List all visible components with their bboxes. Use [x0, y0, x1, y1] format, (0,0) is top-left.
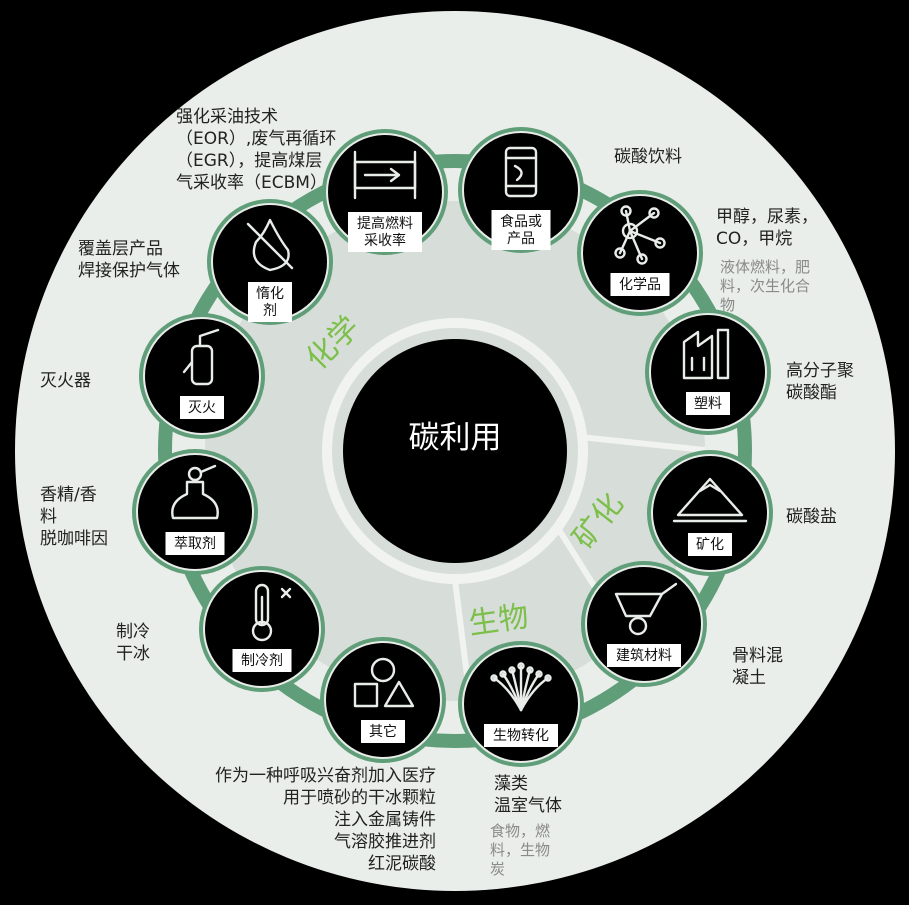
wheelbarrow-icon: [614, 582, 678, 636]
node-other-caption: 其它: [369, 723, 397, 740]
node-plastics-caption: 塑料: [694, 396, 722, 412]
label-carbonate: 碳酸盐: [786, 507, 837, 527]
node-bioconversion-caption: 生物转化: [493, 728, 549, 744]
label-chem-sub: 液体燃料，肥 料，次生化合 物: [720, 258, 811, 314]
center-title: 碳利用: [409, 420, 502, 456]
molecule-icon: [614, 205, 666, 265]
node-food-caption-box: [491, 210, 551, 250]
center-circle: [343, 339, 567, 563]
node-eor-caption: 提高燃料采收率: [357, 215, 413, 249]
node-solvent: 萃取剂: [132, 449, 258, 575]
node-eor: 提高燃料采收率: [322, 129, 448, 255]
node-fire-disc: [143, 317, 261, 435]
shapes-icon: [353, 657, 415, 708]
label-polymer: 高分子聚 碳酸酯: [786, 361, 854, 403]
label-chem-main: 甲醇，尿素， CO，甲烷: [716, 207, 818, 249]
node-fire: 灭火: [139, 313, 265, 439]
node-fire-caption-box: [180, 396, 224, 419]
plant-icon: [490, 662, 552, 712]
label-flavor: 香精/香 料 脱咖啡因: [40, 485, 108, 549]
node-plastics: 塑料: [645, 309, 771, 435]
section-label-biology: 生物: [467, 599, 531, 642]
extinguisher-icon: [182, 328, 220, 386]
node-chemicals-caption: 化学品: [619, 277, 661, 293]
node-bioconversion-caption-box: [484, 724, 558, 747]
label-other-uses: 作为一种呼吸兴奋剂加入医疗 用于喷砂的干冰颗粒 注入金属铸件 气溶胶推进剂 红泥…: [215, 766, 436, 874]
pump-icon: [353, 150, 417, 200]
node-plastics-disc: [649, 313, 767, 431]
node-inert-caption-box: [248, 282, 292, 322]
label-shielding: 覆盖层产品 焊接保护气体: [78, 239, 180, 281]
inner-ring-highlight: [322, 318, 588, 584]
node-solvent-caption-box: [165, 532, 225, 555]
node-building-caption-box: [607, 644, 681, 667]
label-eor: 强化采油技术 （EOR）,废气再循环 （EGR），提高煤层 气采收率（ECBM）: [176, 107, 337, 193]
node-chemicals-caption-box: [610, 273, 670, 296]
node-solvent-caption: 萃取剂: [174, 536, 216, 552]
node-bioconversion: 生物转化: [458, 641, 584, 767]
node-eor-caption-box: [348, 212, 422, 252]
label-algae: 藻类 温室气体: [494, 774, 562, 816]
flask-icon: [171, 464, 219, 520]
label-dryice: 制冷 干冰: [116, 622, 150, 664]
can-icon: [504, 146, 538, 198]
node-refrigerant-caption: 制冷剂: [241, 653, 283, 669]
node-mineralization-caption-box: [688, 533, 732, 556]
node-chemicals: 化学品: [577, 190, 703, 316]
connector-ring: [158, 154, 752, 748]
label-concrete: 骨料混 凝土: [732, 646, 783, 688]
node-refrigerant-caption-box: [232, 649, 292, 672]
node-inert-caption: 惰化剂: [256, 286, 284, 319]
thermometer-icon: [251, 583, 292, 642]
factory-icon: [682, 328, 730, 380]
node-inert: 惰化剂: [207, 199, 333, 325]
node-refrigerant: 制冷剂: [199, 566, 325, 692]
node-other-caption-box: [361, 720, 405, 743]
node-plastics-caption-box: [686, 392, 730, 415]
node-food-caption: 食品或产品: [500, 213, 542, 247]
label-bio-sub: 食物，燃 料，生物 炭: [490, 822, 551, 878]
node-building: 建筑材料: [581, 561, 707, 687]
mountain-icon: [672, 477, 748, 523]
node-mineralization: 矿化: [647, 450, 773, 576]
node-other-disc: [324, 641, 442, 759]
node-mineralization-disc: [651, 454, 769, 572]
node-fire-caption: 灭火: [188, 400, 216, 416]
label-extinguisher: 灭火器: [40, 371, 91, 391]
node-other: 其它: [320, 637, 446, 763]
label-beverage: 碳酸饮料: [614, 147, 682, 167]
node-building-caption: 建筑材料: [616, 648, 672, 664]
no-fire-icon: [246, 218, 294, 272]
node-food: 食品或产品: [458, 127, 584, 253]
node-mineralization-caption: 矿化: [696, 537, 724, 553]
